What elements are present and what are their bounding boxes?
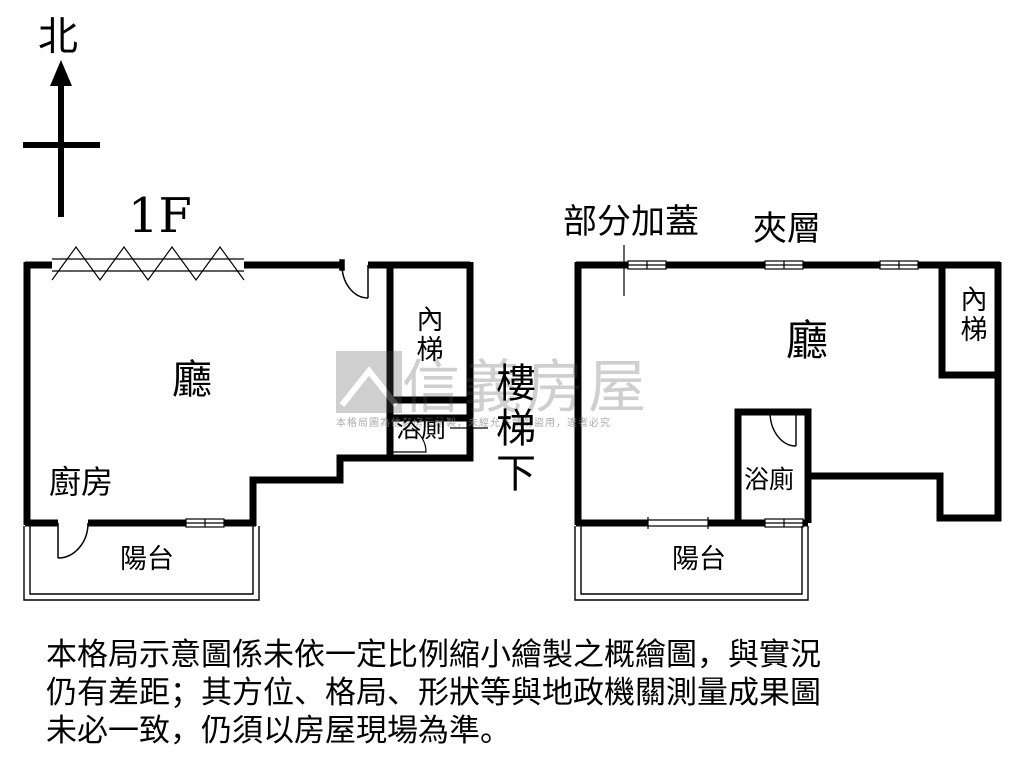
floor1-balcony [23,526,260,601]
floor1-window [185,518,225,528]
floor1-entry-door [339,259,369,299]
floor1-living-label: 廳 [172,357,212,403]
floor1-inner-stair-label: 內梯 [416,305,444,367]
mezzanine-balcony-label: 陽台 [672,544,726,575]
watermark-brand: 信義房屋 [402,353,651,421]
compass-label: 北 [38,14,78,60]
floor1-bathroom-door [390,427,427,453]
north-arrow-icon [23,60,100,217]
disclaimer-line: 本格局示意圖係未依一定比例縮小繪製之概繪圖，與實況 [46,637,821,673]
floor1-title: 1F [128,188,192,244]
watermark: 信義房屋 [336,340,650,424]
mezzanine-sliding-door [647,517,709,529]
brand-logo-icon [336,351,402,413]
mezzanine-inner-stair-label: 內梯 [960,285,988,347]
stair-down-label: 樓梯下 [496,361,536,497]
disclaimer-text: 本格局示意圖係未依一定比例縮小繪製之概繪圖，與實況 仍有差距；其方位、格局、形狀… [46,636,996,750]
mezzanine-balcony [574,526,809,601]
disclaimer-line: 未必一致，仍須以房屋現場為準。 [46,713,511,749]
mezzanine-title: 夾層 [753,209,821,249]
disclaimer-line: 仍有差距；其方位、格局、形狀等與地政機關測量成果圖 [46,675,821,711]
floor1-bathroom-label: 浴廁 [396,414,447,443]
watermark-notice: 本格局圖為信義房屋繪製，未經允許請勿盜用，違者必究 [336,418,611,429]
floor1-balcony-label: 陽台 [120,544,174,575]
floor1-kitchen-label: 廚房 [49,463,114,501]
mezzanine-windows [627,260,919,528]
mezzanine-bathroom-door [769,411,797,447]
partial-addition-label: 部分加蓋 [563,202,699,242]
mezzanine-bathroom-label: 浴廁 [744,465,795,494]
floor1-folding-door [51,245,245,282]
mezzanine-living-label: 廳 [786,316,829,365]
floor1-balcony-door [57,522,89,559]
floor1-walls [23,261,474,527]
